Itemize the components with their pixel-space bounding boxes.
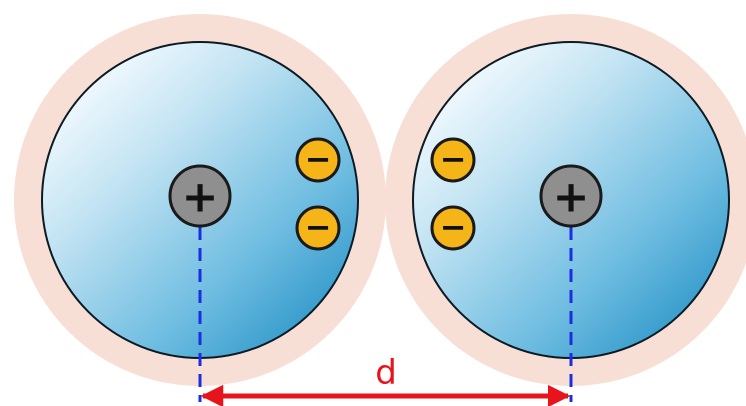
atom-left-nucleus-symbol: +	[182, 172, 219, 223]
atom-left-electron-1: −	[297, 139, 339, 181]
atom-left-electron-1-symbol: −	[305, 140, 332, 178]
atom-right-nucleus-symbol: +	[553, 172, 590, 223]
atom-left-nucleus: +	[170, 166, 230, 226]
atom-right-electron-2: −	[432, 207, 474, 249]
atom-left-electron-2: −	[297, 207, 339, 249]
distance-label: d	[375, 353, 397, 393]
atom-right: + − −	[385, 14, 746, 402]
atom-left: + − −	[14, 14, 386, 402]
atom-right-nucleus: +	[541, 166, 601, 226]
atom-right-electron-1-symbol: −	[440, 140, 467, 178]
atom-right-electron-2-symbol: −	[440, 208, 467, 246]
atom-right-electron-1: −	[432, 139, 474, 181]
atom-left-electron-2-symbol: −	[305, 208, 332, 246]
